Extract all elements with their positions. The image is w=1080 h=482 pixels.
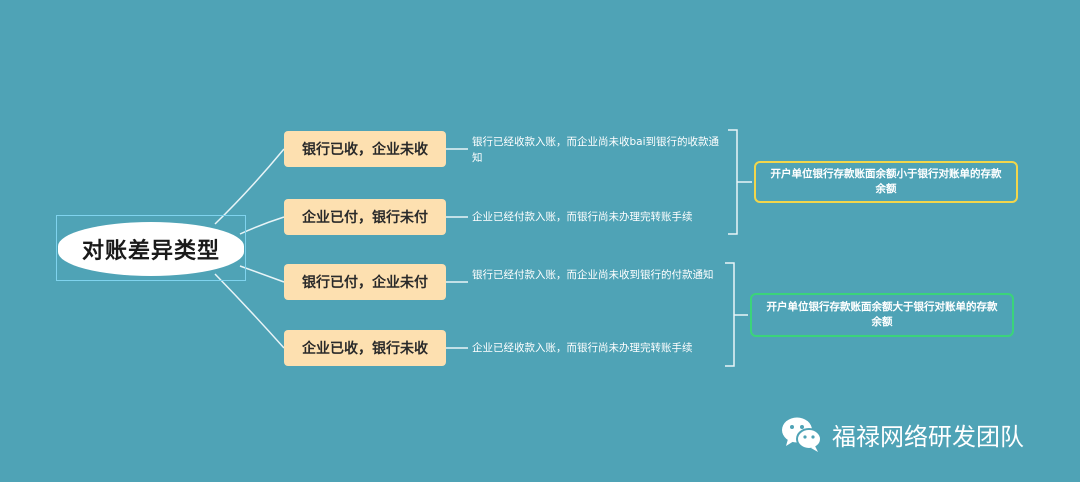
root-branch-connector-3	[239, 265, 285, 283]
watermark: 福禄网络研发团队	[780, 412, 1024, 456]
root-topic[interactable]: 对账差异类型	[58, 222, 244, 276]
branch-bank-received[interactable]: 银行已收，企业未收	[284, 131, 446, 167]
summary-bracket-2	[725, 262, 748, 367]
root-branch-connector-2	[239, 216, 285, 235]
leaf-bank-received-detail[interactable]: 银行已经收款入账，而企业尚未收bai到银行的收款通知	[472, 136, 720, 164]
summary-bracket-1	[728, 129, 752, 235]
summary-greater-than[interactable]: 开户单位银行存款账面余额大于银行对账单的存款余额	[750, 293, 1014, 337]
root-branch-connector-4	[214, 273, 285, 349]
branch-company-received[interactable]: 企业已收，银行未收	[284, 330, 446, 366]
wechat-icon	[782, 417, 822, 452]
root-selection-frame	[56, 215, 246, 281]
watermark-text: 福禄网络研发团队	[832, 422, 1024, 451]
leaf-company-received-detail[interactable]: 企业已经收款入账，而银行尚未办理完转账手续	[472, 342, 693, 354]
leaf-company-paid-detail[interactable]: 企业已经付款入账，而银行尚未办理完转账手续	[472, 211, 693, 223]
root-branch-connector-1	[214, 148, 285, 225]
leaf-bank-paid-detail[interactable]: 银行已经付款入账，而企业尚未收到银行的付款通知	[472, 269, 714, 281]
branch-bank-paid[interactable]: 银行已付，企业未付	[284, 264, 446, 300]
summary-less-than[interactable]: 开户单位银行存款账面余额小于银行对账单的存款余额	[754, 161, 1018, 203]
branch-company-paid[interactable]: 企业已付，银行未付	[284, 199, 446, 235]
